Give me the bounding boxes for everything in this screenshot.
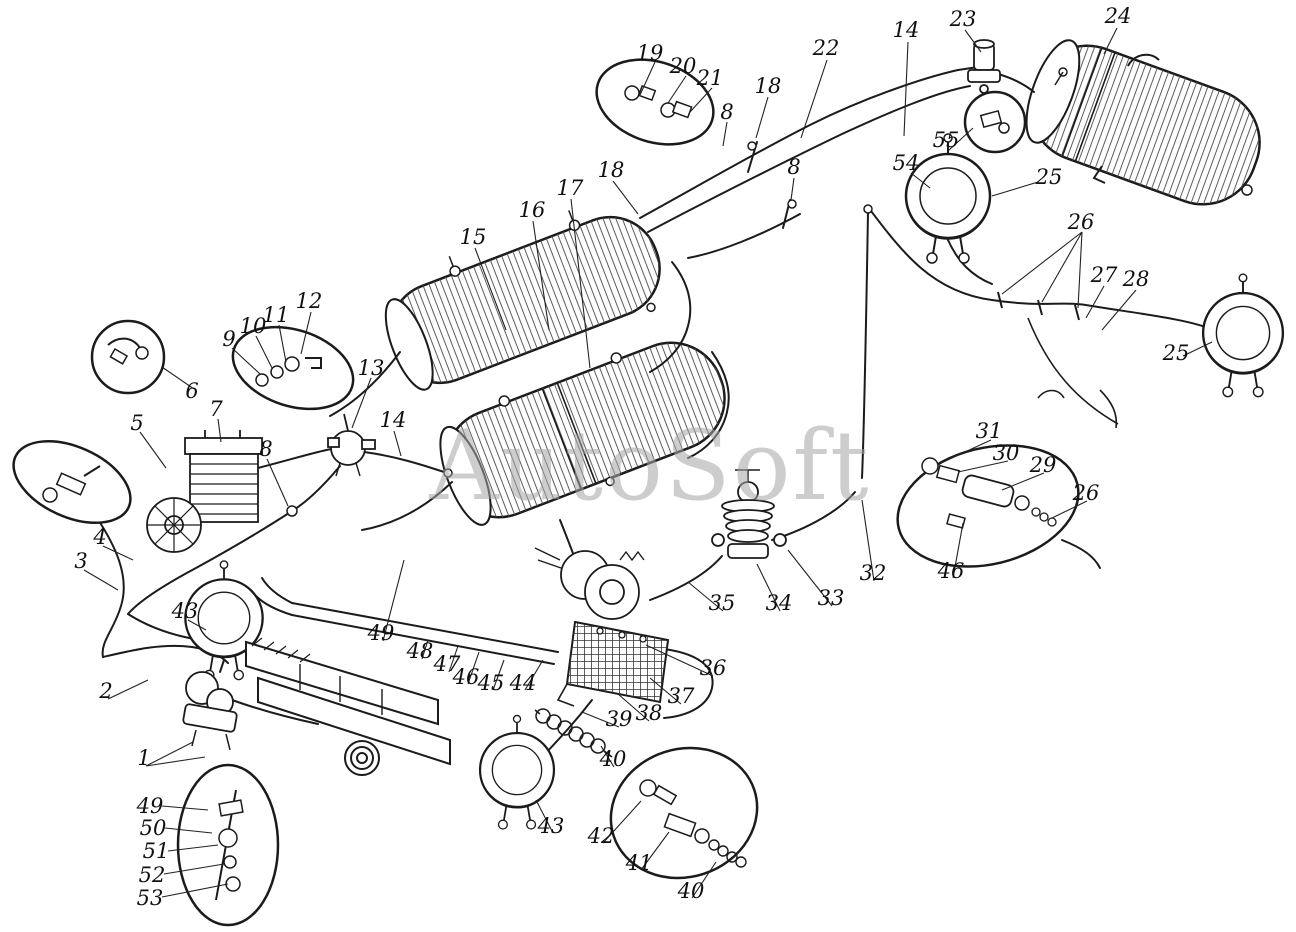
callout-25: 25 [1162,341,1190,365]
callout-3: 3 [74,549,88,573]
pressure-regulator-valve [967,39,1001,94]
callout-7: 7 [209,397,223,421]
callout-14: 14 [892,18,920,42]
callout-26: 26 [1067,210,1095,234]
callout-47: 47 [433,652,461,676]
callout-51: 51 [142,839,170,863]
callout-35: 35 [708,591,736,615]
air-reservoir-lower [439,341,726,526]
callout-53: 53 [136,886,164,910]
callout-26: 26 [1072,481,1100,505]
callout-19: 19 [636,41,664,65]
callout-36: 36 [699,656,727,680]
callout-45: 45 [477,671,505,695]
callout-24: 24 [1104,4,1132,28]
callout-55: 55 [932,128,960,152]
callout-32: 32 [859,561,887,585]
callout-39: 39 [605,707,633,731]
callout-8: 8 [787,155,801,179]
callout-27: 27 [1090,263,1118,287]
reservoir-fittings [1054,53,1253,196]
callout-9: 9 [222,327,236,351]
callout-40: 40 [599,747,627,771]
callout-18: 18 [754,74,782,98]
callout-41: 41 [625,851,653,875]
callout-42: 42 [587,824,615,848]
callout-50: 50 [139,816,167,840]
air-reservoir-main [1025,39,1261,206]
callout-29: 29 [1029,453,1057,477]
brake-chamber-rear-right [1201,272,1285,398]
inset-hose-6 [90,319,166,395]
callout-14: 14 [379,408,407,432]
callout-17: 17 [556,176,584,200]
safety-valve [327,413,376,477]
callout-48: 48 [406,639,434,663]
callout-30: 30 [992,441,1020,465]
callout-44: 44 [509,671,537,695]
callout-10: 10 [239,314,267,338]
callout-37: 37 [667,684,695,708]
callout-20: 20 [669,54,697,78]
inset-fittings-19-21 [595,58,715,146]
callout-12: 12 [295,289,323,313]
callout-40: 40 [677,879,705,903]
callout-8: 8 [720,100,734,124]
callout-34: 34 [765,591,793,615]
fender-outline [1027,317,1119,429]
electric-switch-unit [556,620,670,707]
callout-23: 23 [949,7,977,31]
callout-43: 43 [537,814,565,838]
inset-drain-valve-49-53 [176,763,280,927]
callout-49: 49 [367,621,395,645]
callout-21: 21 [696,66,724,90]
callout-leader-lines [83,27,1213,899]
callout-22: 22 [812,36,840,60]
callout-13: 13 [357,356,385,380]
callout-6: 6 [185,379,199,403]
brake-valve-assembly [534,547,645,620]
callout-54: 54 [892,151,920,175]
callout-33: 33 [817,586,845,610]
coiled-hose [534,708,613,758]
callout-4: 4 [93,525,107,549]
callout-49: 49 [136,794,164,818]
callout-2: 2 [99,679,113,703]
callout-52: 52 [138,863,166,887]
brake-crane-assembly [182,671,238,751]
inset-valve-29-31 [896,444,1080,568]
compressor [146,430,263,553]
inset-valve-55 [963,90,1027,154]
callout-28: 28 [1122,267,1150,291]
frame-rails [245,637,451,776]
callout-18: 18 [597,158,625,182]
callout-15: 15 [459,225,487,249]
inset-hose-3-4 [12,440,132,524]
callout-46: 46 [937,559,965,583]
callout-1: 1 [137,746,151,770]
callout-46: 46 [452,665,480,689]
callout-31: 31 [975,419,1003,443]
callout-5: 5 [130,411,144,435]
callout-43: 43 [171,599,199,623]
callout-11: 11 [262,303,290,327]
load-sensing-valve [711,469,787,559]
inset-fittings-9-12 [231,325,355,411]
callout-38: 38 [635,701,663,725]
inset-hose-coupling-40-42 [609,746,759,880]
callout-8: 8 [259,437,273,461]
callout-25: 25 [1035,165,1063,189]
brake-chamber-rear-left [478,714,556,831]
callout-16: 16 [518,198,546,222]
air-reservoir-upper [384,210,661,391]
